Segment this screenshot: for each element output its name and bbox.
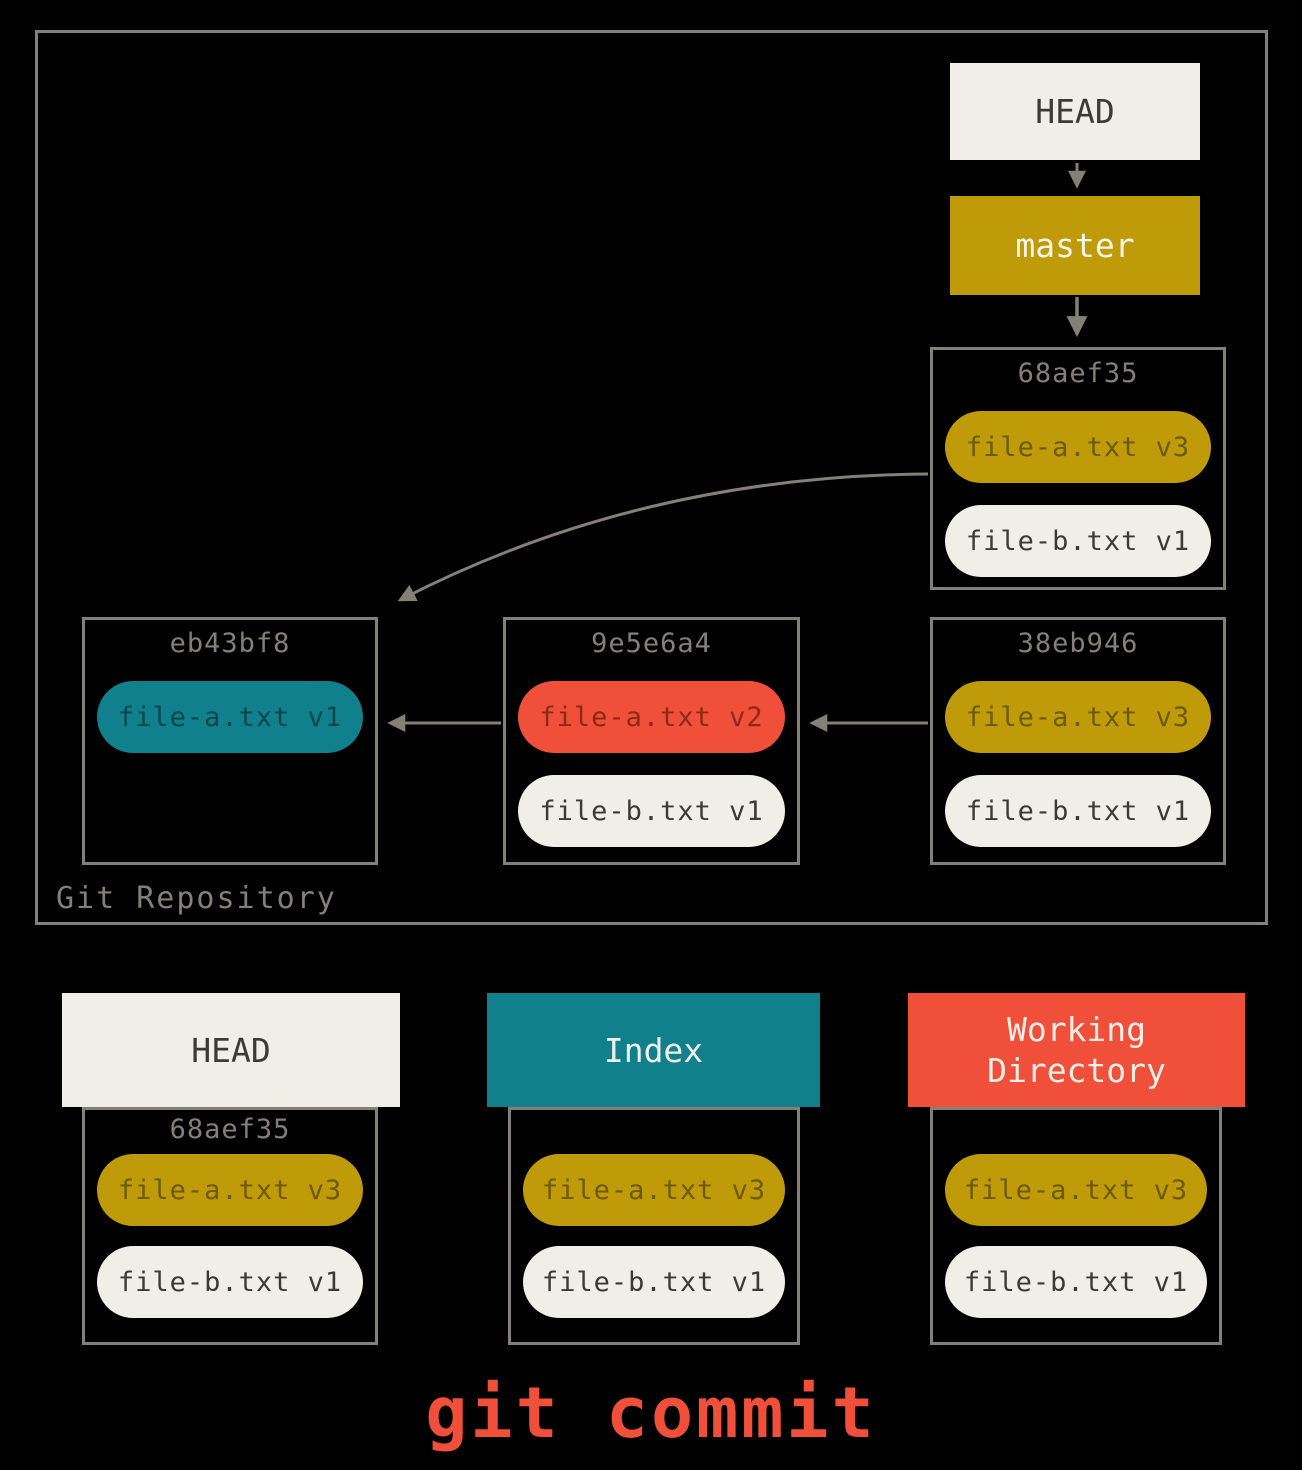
commit-id: 68aef35 — [169, 1114, 291, 1145]
file-pill-label: file-b.txt v1 — [539, 795, 764, 827]
file-pill-label: file-b.txt v1 — [963, 1266, 1189, 1298]
workdir-tree-title: Working Directory — [987, 1009, 1166, 1090]
head-tree-title: HEAD — [191, 1030, 271, 1070]
head-tree-header: HEAD — [62, 993, 400, 1107]
file-pill-label: file-b.txt v1 — [965, 525, 1191, 557]
file-pill-label: file-b.txt v1 — [117, 1266, 343, 1298]
file-pill: file-a.txt v1 — [97, 681, 363, 753]
file-pill-label: file-a.txt v3 — [117, 1174, 343, 1206]
head-ref-box: HEAD — [950, 63, 1200, 160]
file-pill: file-a.txt v3 — [945, 411, 1211, 483]
workdir-tree-box: file-a.txt v3 file-b.txt v1 — [930, 1107, 1222, 1345]
file-pill: file-b.txt v1 — [945, 1246, 1207, 1318]
file-pill-label: file-b.txt v1 — [541, 1266, 767, 1298]
file-pill: file-a.txt v3 — [945, 681, 1211, 753]
file-pill: file-b.txt v1 — [945, 775, 1211, 847]
file-pill-label: file-a.txt v3 — [963, 1174, 1189, 1206]
file-pill: file-b.txt v1 — [518, 775, 785, 847]
file-pill-label: file-a.txt v3 — [541, 1174, 767, 1206]
file-pill: file-b.txt v1 — [97, 1246, 363, 1318]
commit-id: 38eb946 — [1017, 628, 1139, 659]
workdir-tree-header: Working Directory — [908, 993, 1245, 1107]
master-branch-label: master — [1015, 226, 1135, 265]
commit-id: 68aef35 — [1017, 358, 1139, 389]
file-pill-label: file-a.txt v3 — [965, 701, 1191, 733]
file-pill: file-a.txt v2 — [518, 681, 785, 753]
commit-box-eb43bf8: eb43bf8 file-a.txt v1 — [82, 617, 378, 865]
commit-id — [933, 1114, 1219, 1154]
file-pill-label: file-a.txt v2 — [539, 701, 764, 733]
file-pill-label: file-a.txt v3 — [965, 431, 1191, 463]
git-repository-label: Git Repository — [56, 881, 337, 916]
head-ref-label: HEAD — [1035, 92, 1115, 131]
caption-git-commit: git commit — [425, 1372, 877, 1454]
file-pill: file-a.txt v3 — [523, 1154, 785, 1226]
index-tree-box: file-a.txt v3 file-b.txt v1 — [508, 1107, 800, 1345]
file-pill-label: file-a.txt v1 — [117, 701, 343, 733]
git-repository-box: Git Repository — [35, 30, 1268, 925]
master-branch-box: master — [950, 196, 1200, 295]
file-pill: file-a.txt v3 — [945, 1154, 1207, 1226]
commit-id — [511, 1114, 797, 1154]
commit-box-38eb946: 38eb946 file-a.txt v3 file-b.txt v1 — [930, 617, 1226, 865]
index-tree-title: Index — [603, 1030, 704, 1070]
file-pill: file-b.txt v1 — [945, 505, 1211, 577]
head-tree-box: 68aef35 file-a.txt v3 file-b.txt v1 — [82, 1107, 378, 1345]
commit-box-9e5e6a4: 9e5e6a4 file-a.txt v2 file-b.txt v1 — [503, 617, 800, 865]
index-tree-header: Index — [487, 993, 820, 1107]
file-pill-label: file-b.txt v1 — [965, 795, 1191, 827]
file-pill: file-b.txt v1 — [523, 1246, 785, 1318]
commit-id: eb43bf8 — [169, 628, 291, 659]
file-pill: file-a.txt v3 — [97, 1154, 363, 1226]
commit-id: 9e5e6a4 — [591, 628, 712, 659]
commit-box-68aef35: 68aef35 file-a.txt v3 file-b.txt v1 — [930, 347, 1226, 590]
